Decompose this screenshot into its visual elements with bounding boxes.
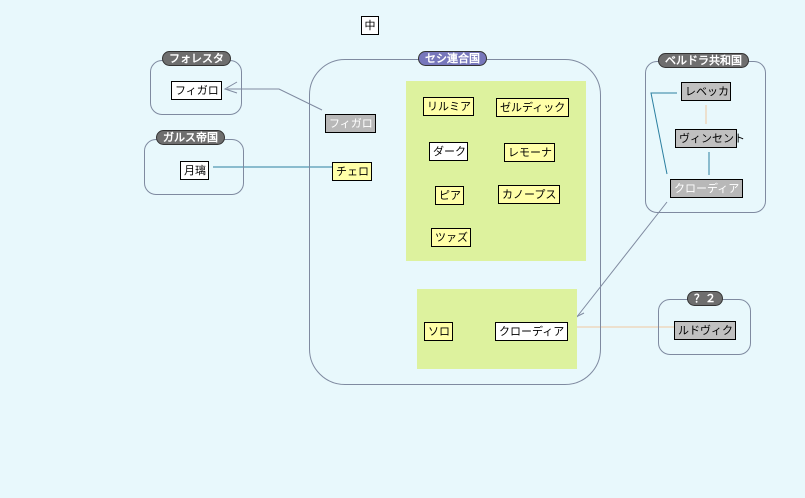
node-ludwig[interactable]: ルドヴィク: [674, 321, 736, 340]
node-solo[interactable]: ソロ: [424, 322, 453, 341]
link-claudia-claudia: [575, 201, 668, 319]
node-claudia-seshi[interactable]: クローディア: [495, 322, 568, 341]
node-figaro-foresta[interactable]: フィガロ: [171, 81, 222, 100]
group-title-seshi: セシ連合国: [418, 51, 487, 66]
node-chero[interactable]: チェロ: [332, 162, 372, 181]
group-title-berudora: ベルドラ共和国: [658, 53, 749, 68]
node-pia[interactable]: ピア: [435, 186, 464, 205]
node-zeldick[interactable]: ゼルディック: [496, 98, 569, 117]
node-tsuazu[interactable]: ツァズ: [431, 228, 471, 247]
link-figaro: [227, 88, 323, 111]
node-rilumia[interactable]: リルミア: [423, 97, 474, 116]
top-badge[interactable]: 中: [361, 16, 379, 35]
group-title-garus: ガルス帝国: [156, 130, 225, 145]
node-vincent[interactable]: ヴィンセント: [675, 129, 745, 148]
node-rebecca[interactable]: レベッカ: [681, 82, 731, 101]
arrowhead-figaro: [223, 81, 238, 94]
node-figaro-seshi[interactable]: フィガロ: [325, 114, 376, 133]
group-title-unknown: ？２: [687, 291, 723, 306]
node-gekiri[interactable]: 月璃: [180, 161, 209, 180]
node-claudia-berudora[interactable]: クローディア: [670, 179, 743, 198]
node-dark[interactable]: ダーク: [429, 142, 468, 161]
group-title-foresta: フォレスタ: [162, 51, 231, 66]
node-remona[interactable]: レモーナ: [504, 143, 555, 162]
link-rebecca-claudia: [650, 92, 677, 175]
node-canopus[interactable]: カノープス: [498, 185, 560, 204]
